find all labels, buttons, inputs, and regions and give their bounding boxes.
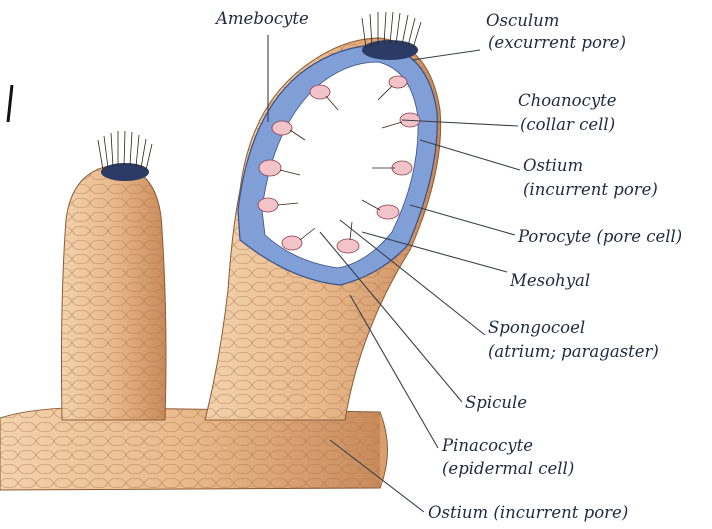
label-spongocoel: Spongocoel — [488, 318, 585, 337]
label-ostium: Ostium — [523, 156, 583, 175]
left-osculum-tuft — [98, 131, 152, 181]
label-spongocoel-sub: (atrium; paragaster) — [488, 342, 659, 361]
label-choanocyte-sub: (collar cell) — [520, 115, 615, 134]
label-osculum-sub: (excurrent pore) — [488, 33, 626, 52]
label-choanocyte: Choanocyte — [518, 91, 617, 110]
pen-mark — [8, 85, 12, 122]
label-ostium-sub: (incurrent pore) — [523, 180, 658, 199]
label-pinacocyte: Pinacocyte — [441, 436, 533, 455]
label-mesohyal: Mesohyal — [509, 271, 590, 290]
label-spicule: Spicule — [465, 393, 527, 412]
label-pinacocyte-sub: (epidermal cell) — [442, 459, 574, 478]
left-sponge-tube — [62, 131, 167, 420]
right-osculum-tuft — [362, 12, 421, 60]
label-osculum: Osculum — [486, 11, 559, 30]
label-amebocyte: Amebocyte — [214, 9, 309, 28]
right-sponge-tube — [205, 12, 441, 420]
label-porocyte: Porocyte (pore cell) — [517, 227, 682, 246]
label-ostium-base: Ostium (incurrent pore) — [428, 503, 628, 522]
